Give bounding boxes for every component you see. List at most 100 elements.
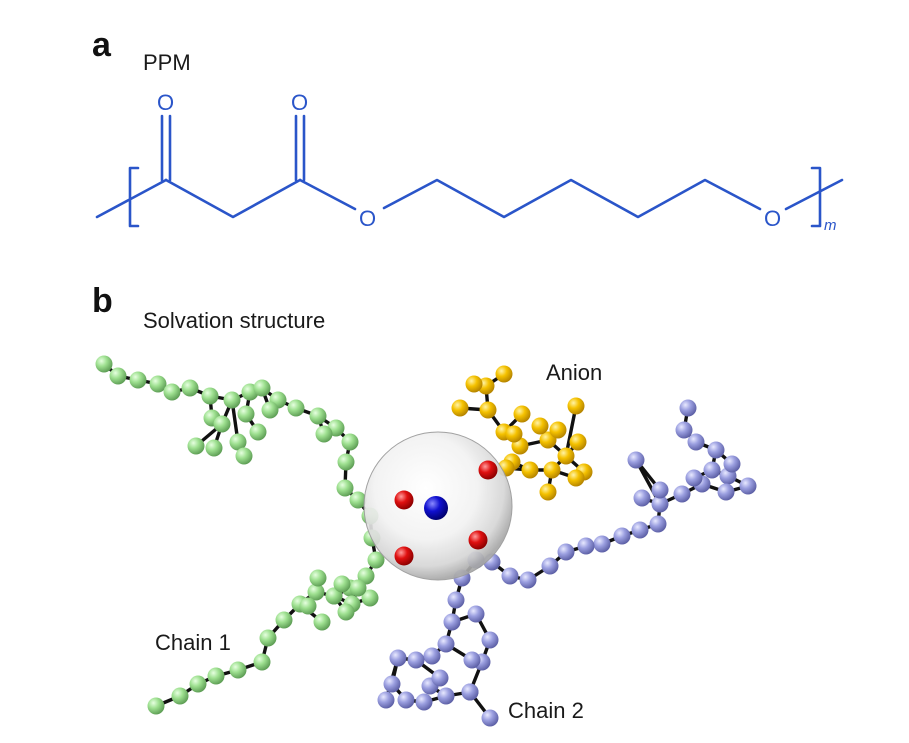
chain1-atom (109, 367, 127, 385)
chain1-atom (341, 433, 359, 451)
chain1-atom (349, 491, 367, 509)
carbonyl-2-oxygen: O (291, 90, 308, 115)
chain1-atom (189, 675, 207, 693)
chain2-atom (739, 477, 757, 495)
panel-b-letter: b (92, 282, 113, 320)
chain1-atom (235, 447, 253, 465)
chain2-atom (467, 605, 485, 623)
chain2-atom (703, 461, 721, 479)
chain2-atom (481, 709, 499, 727)
ester-bond-1 (298, 178, 357, 211)
chain1-atom (325, 587, 343, 605)
chain1-atom (333, 575, 351, 593)
left-open-bond (95, 178, 168, 219)
oxygen-atom (468, 530, 488, 550)
chain1-atom (313, 613, 331, 631)
chain2-atom (633, 489, 651, 507)
chain2-atom (431, 669, 449, 687)
chain2-atom (675, 421, 693, 439)
chain2-atom (557, 543, 575, 561)
chain2-atom (651, 481, 669, 499)
panel-a-letter: a (92, 26, 111, 64)
anion-atom (557, 447, 575, 465)
anion-atom (549, 421, 567, 439)
anion-atom (543, 461, 561, 479)
chain1-atom (223, 391, 241, 409)
chain1-atom (201, 387, 219, 405)
chain1-atom (147, 697, 165, 715)
anion-atom (451, 399, 469, 417)
chain1-atom (149, 375, 167, 393)
chain1-atom (249, 423, 267, 441)
chain1-atom (253, 379, 271, 397)
chain1-atom (337, 453, 355, 471)
chain2-atom (631, 521, 649, 539)
anion-atom (539, 483, 557, 501)
ester-oxygen-1: O (359, 206, 376, 231)
chain1-atom (361, 589, 379, 607)
chain2-atom (463, 651, 481, 669)
chain2-atom (437, 687, 455, 705)
panel-b-title: Solvation structure (143, 308, 326, 333)
repeat-subscript: m (824, 217, 837, 234)
chain1-atom (337, 603, 355, 621)
chain1-atom (259, 629, 277, 647)
chain1-atom (253, 653, 271, 671)
chain2-atom (541, 557, 559, 575)
chain1-atom (336, 479, 354, 497)
chain1-atom (95, 355, 113, 373)
chain2-atom (717, 483, 735, 501)
chain1-atom (367, 551, 385, 569)
anion-atom (567, 397, 585, 415)
anion-atom (505, 425, 523, 443)
chain2-atom (673, 485, 691, 503)
chain2-atom (447, 591, 465, 609)
chain1-atom (229, 433, 247, 451)
chain1-atom (229, 661, 247, 679)
chain2-atom (461, 683, 479, 701)
inner-atoms-layer (424, 496, 448, 520)
chain1-atom (237, 405, 255, 423)
back-atoms-layer (95, 355, 757, 727)
oxygen-atom (478, 460, 498, 480)
chain1-atom (205, 439, 223, 457)
oxygen-atom (394, 490, 414, 510)
chain2-atom (437, 635, 455, 653)
chain1-atom (357, 567, 375, 585)
chain2-atom (443, 613, 461, 631)
chain1-atom (309, 569, 327, 587)
chain2-atom (651, 495, 669, 513)
chain2-atom (723, 455, 741, 473)
anion-atom (531, 417, 549, 435)
carbonyl-1-oxygen: O (157, 90, 174, 115)
chain2-atom (377, 691, 395, 709)
chain1-atom (275, 611, 293, 629)
anion-atom (495, 365, 513, 383)
chain1-atom (181, 379, 199, 397)
right-bracket (810, 166, 822, 228)
chain2-atom (423, 647, 441, 665)
chain2-atom (679, 399, 697, 417)
chain2-atom (613, 527, 631, 545)
chain2-atom (649, 515, 667, 533)
anion-atom (513, 405, 531, 423)
oxygen-atom (394, 546, 414, 566)
chain1-atom (171, 687, 189, 705)
cation-atom (424, 496, 448, 520)
front-atoms-layer (394, 460, 498, 566)
anion-atom (567, 469, 585, 487)
chain2-atom (415, 693, 433, 711)
chain-2-label: Chain 2 (508, 698, 584, 723)
right-open-bond (784, 178, 844, 211)
chain2-atom (481, 631, 499, 649)
chain2-atom (383, 675, 401, 693)
ester-oxygen-2: O (764, 206, 781, 231)
anion-label: Anion (546, 360, 603, 385)
chain1-atom (213, 415, 231, 433)
ppm-structure: O O O O m (95, 90, 844, 234)
chain1-atom (299, 597, 317, 615)
anion-atom (479, 401, 497, 419)
chain2-atom (685, 469, 703, 487)
